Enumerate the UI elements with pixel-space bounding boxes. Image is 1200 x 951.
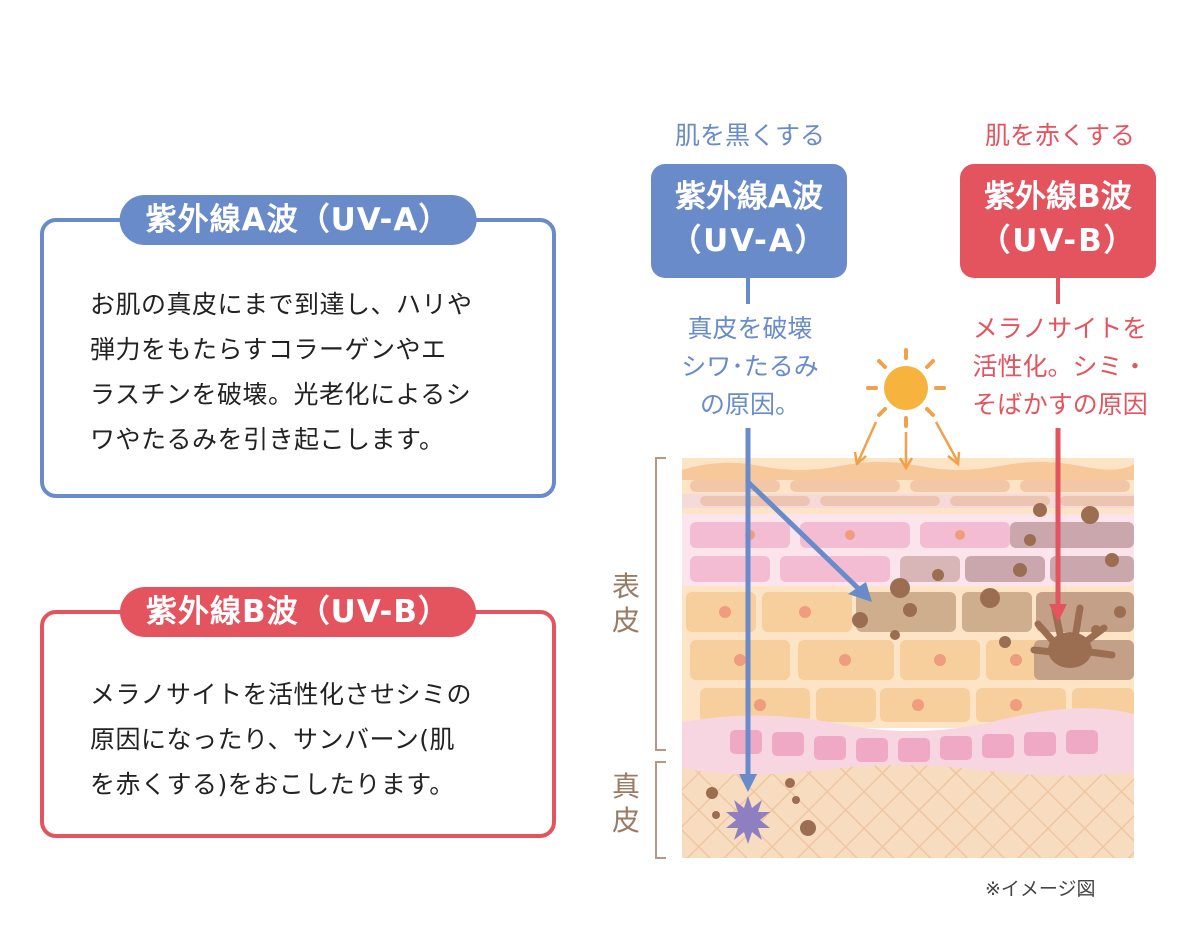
- uvb-info-title: 紫外線B波（UV-B）: [119, 587, 477, 637]
- uva-effect-text: 真皮を破壊 シワ･たるみ の原因。: [650, 310, 850, 424]
- uvb-badge-name: 紫外線B波: [984, 179, 1132, 215]
- dermis-label-char: 真: [611, 770, 640, 803]
- uva-top-label: 肌を黒くする: [674, 121, 825, 150]
- sun-ray-arrows: [853, 421, 961, 471]
- uva-info-box: 紫外線A波（UV-A） お肌の真皮にまで到達し、ハリや 弾力をもたらすコラーゲン…: [40, 195, 556, 498]
- uva-info-line: お肌の真皮にまで到達し、ハリや: [90, 290, 473, 319]
- dermis-label-char: 皮: [611, 804, 640, 837]
- uva-info-line: ワやたるみを引き起こします。: [90, 425, 445, 454]
- cell-nuclei: [719, 530, 1022, 711]
- melanin-spots: [706, 503, 1126, 836]
- sun-icon: [866, 348, 946, 428]
- uvb-effect-line: そばかすの原因: [972, 390, 1148, 419]
- dermis-label: 真 皮: [606, 770, 646, 838]
- epidermis-label: 表 皮: [606, 570, 646, 638]
- uva-effect-line: シワ･たるみ: [681, 352, 819, 381]
- uvb-badge: 紫外線B波 （UV-B）: [960, 164, 1156, 278]
- uva-effect-line: の原因。: [699, 390, 800, 419]
- skin-layers: [682, 458, 1134, 858]
- uvb-effect-line: メラノサイトを: [972, 314, 1148, 343]
- uva-info-title: 紫外線A波（UV-A）: [119, 195, 477, 245]
- uva-badge-name: 紫外線A波: [675, 179, 823, 215]
- uvb-effect-line: 活性化。シミ・: [972, 352, 1148, 381]
- epidermis-label-char: 表: [611, 570, 640, 603]
- epidermis-bracket: [655, 457, 666, 751]
- uvb-arrow: [1049, 428, 1067, 622]
- uva-badge-code: （UV-A）: [670, 223, 828, 259]
- epidermis-label-char: 皮: [611, 604, 640, 637]
- uvb-info-line: を赤くする)をおこしたります。: [90, 770, 455, 799]
- uvb-badge-code: （UV-B）: [979, 223, 1137, 259]
- uva-badge: 紫外線A波 （UV-A）: [651, 164, 847, 278]
- uva-effect-line: 真皮を破壊: [687, 314, 813, 343]
- melanocyte-icon: [1030, 604, 1116, 668]
- uvb-info-text: メラノサイトを活性化させシミの 原因になったり、サンバーン(肌 を赤くする)をお…: [90, 672, 518, 807]
- uva-arrow: [739, 428, 872, 792]
- uvb-top-label: 肌を赤くする: [984, 121, 1135, 150]
- uvb-info-line: 原因になったり、サンバーン(肌: [90, 725, 456, 754]
- uva-info-line: 弾力をもたらすコラーゲンやエ: [90, 335, 447, 364]
- spinous-layer: [686, 592, 1134, 722]
- uvb-info-box: 紫外線B波（UV-B） メラノサイトを活性化させシミの 原因になったり、サンバー…: [40, 587, 556, 838]
- uvb-effect-text: メラノサイトを 活性化。シミ・ そばかすの原因: [955, 310, 1165, 424]
- dermis-bracket: [655, 761, 666, 859]
- uvb-info-line: メラノサイトを活性化させシミの: [90, 680, 473, 709]
- starburst-icon: [726, 796, 770, 844]
- uva-info-text: お肌の真皮にまで到達し、ハリや 弾力をもたらすコラーゲンやエ ラスチンを破壊。光…: [90, 282, 518, 462]
- skin-surface: [682, 462, 1134, 480]
- footnote: ※イメージ図: [985, 878, 1096, 900]
- uva-info-line: ラスチンを破壊。光老化によるシ: [90, 380, 472, 409]
